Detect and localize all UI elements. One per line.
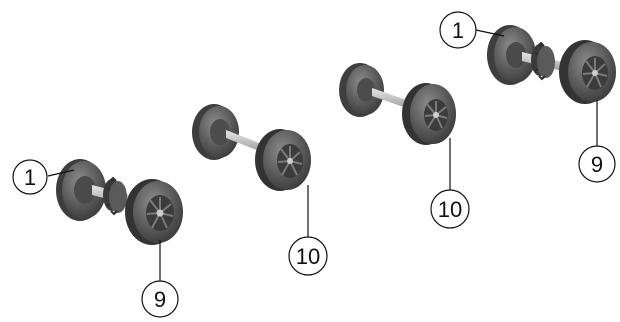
- gear-icon: [531, 41, 555, 81]
- callout-right-wheel-label: 9: [591, 152, 603, 177]
- wheelset-plain-center-left: [192, 104, 311, 191]
- callout-left-wheel: 9: [141, 240, 179, 318]
- callout-left-part: 1: [12, 159, 75, 195]
- callout-right-wheel: 9: [578, 100, 616, 183]
- callout-right-part: 1: [439, 11, 505, 49]
- callout-center-left-wheel: 10: [288, 185, 328, 276]
- wheelset-geared-right: [487, 25, 616, 104]
- callout-center-left-wheel-label: 10: [296, 244, 320, 269]
- callout-center-right-wheel: 10: [430, 138, 470, 229]
- callout-right-part-label: 1: [452, 18, 464, 43]
- wheelset-plain-center-right: [339, 63, 456, 145]
- wheelset-geared-left: [56, 159, 183, 245]
- callout-center-right-wheel-label: 10: [438, 197, 462, 222]
- callout-left-wheel-label: 9: [154, 287, 166, 312]
- gear-icon: [103, 176, 127, 216]
- callout-left-part-label: 1: [24, 165, 36, 190]
